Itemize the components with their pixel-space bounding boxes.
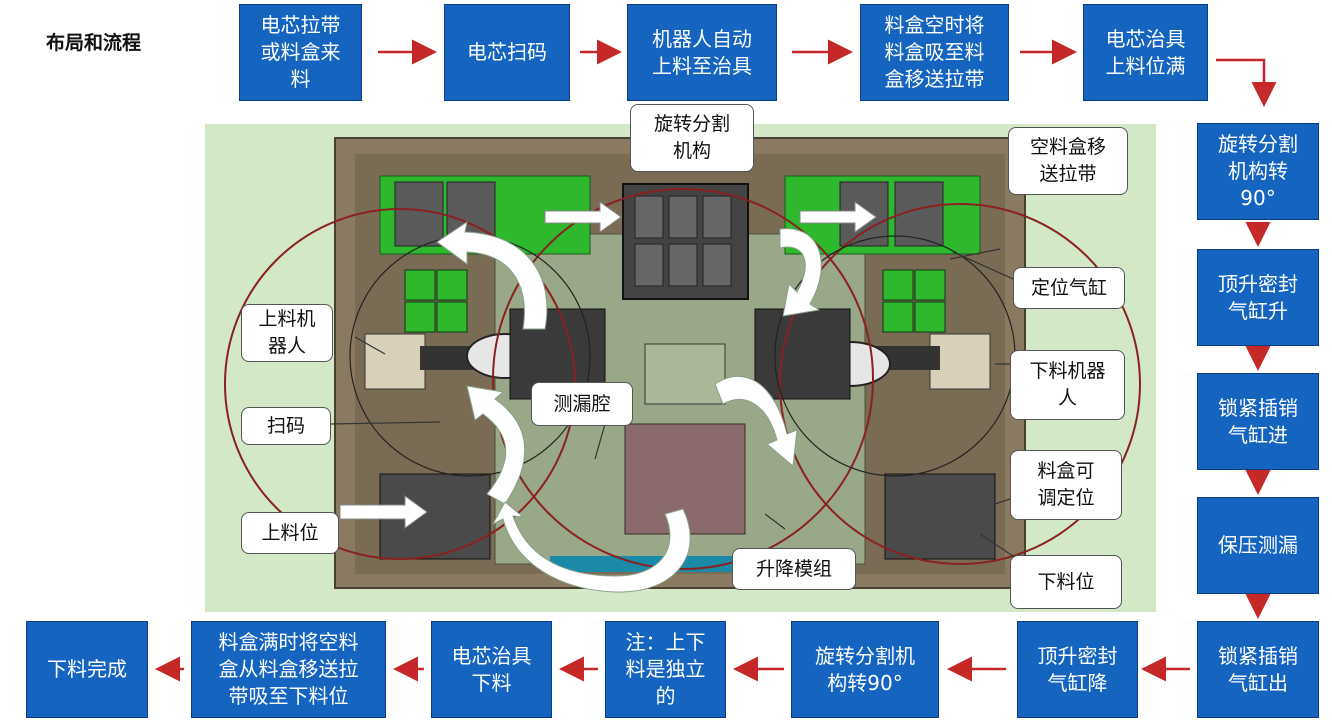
callout-label: 下料位 <box>1037 570 1095 593</box>
callout-label: 上料机 器人 <box>258 308 316 357</box>
flow-step-label: 电芯扫码 <box>467 40 547 64</box>
flow-step-cell-incoming: 电芯拉带 或料盒来 料 <box>239 4 362 101</box>
flow-step-label: 顶升密封 气缸降 <box>1037 643 1118 695</box>
flow-step-label: 料盒满时将空料 盒从料盒移送拉 带吸至下料位 <box>218 630 359 708</box>
flow-step-label: 顶升密封 气缸升 <box>1218 271 1298 323</box>
flow-step-label: 旋转分割 机构转 90° <box>1218 132 1298 210</box>
flow-step-label: 保压测漏 <box>1218 533 1298 557</box>
flow-step-rotate-90: 旋转分割 机构转 90° <box>1197 123 1319 220</box>
callout-label: 升降模组 <box>755 557 832 580</box>
flow-step-unload-done: 下料完成 <box>26 621 148 718</box>
callout-label: 上料位 <box>261 521 319 544</box>
flow-step-seal-cylinder-down: 顶升密封 气缸降 <box>1017 621 1138 718</box>
flow-step-label: 电芯治具 上料位满 <box>1105 26 1186 78</box>
callout-label: 空料盒移 送拉带 <box>1029 136 1106 185</box>
callout-label: 料盒可 调定位 <box>1037 460 1095 509</box>
callout-rotary-mechanism: 旋转分割 机构 <box>630 104 754 172</box>
callout-lift-module: 升降模组 <box>732 548 856 590</box>
flow-step-robot-load: 机器人自动 上料至治具 <box>627 4 777 101</box>
flow-step-label: 下料完成 <box>47 657 127 681</box>
callout-label: 旋转分割 机构 <box>653 113 730 162</box>
flow-step-cell-scan: 电芯扫码 <box>444 4 570 101</box>
callout-unloading-robot: 下料机器 人 <box>1010 350 1125 420</box>
flow-step-fixture-full: 电芯治具 上料位满 <box>1083 4 1208 101</box>
flow-step-seal-cylinder-up: 顶升密封 气缸升 <box>1197 249 1319 346</box>
arrow-down-elbow <box>1216 58 1277 107</box>
machine-layout-image: 旋转分割 机构 空料盒移 送拉带 定位气缸 上料机 器人 测漏腔 下料机器 人 … <box>205 104 1156 612</box>
flow-step-lock-pin-in: 锁紧插销 气缸进 <box>1197 373 1319 470</box>
callout-locating-cylinder: 定位气缸 <box>1013 267 1125 309</box>
flow-step-label: 料盒空时将 料盒吸至料 盒移送拉带 <box>884 13 985 91</box>
page-title: 布局和流程 <box>46 32 142 54</box>
flow-step-label: 锁紧插销 气缸出 <box>1218 643 1298 695</box>
flow-step-label: 注：上下 料是独立 的 <box>625 630 706 708</box>
callout-label: 测漏腔 <box>553 392 611 415</box>
flow-step-note: 注：上下 料是独立 的 <box>605 621 726 718</box>
callout-box-adjustable: 料盒可 调定位 <box>1010 450 1122 520</box>
flow-step-leak-test: 保压测漏 <box>1197 497 1319 594</box>
flow-step-label: 机器人自动 上料至治具 <box>652 26 752 78</box>
flow-step-full-box-transfer: 料盒满时将空料 盒从料盒移送拉 带吸至下料位 <box>191 621 386 718</box>
flow-step-label: 电芯拉带 或料盒来 料 <box>260 13 341 91</box>
flow-step-label: 锁紧插销 气缸进 <box>1218 395 1298 447</box>
callout-loading-position: 上料位 <box>241 512 339 554</box>
callout-unloading-position: 下料位 <box>1010 555 1122 609</box>
callout-label: 下料机器 人 <box>1029 360 1106 409</box>
flow-step-lock-pin-out: 锁紧插销 气缸出 <box>1197 621 1319 718</box>
flow-step-label: 旋转分割机 构转90° <box>815 643 915 695</box>
flow-step-empty-box-transfer: 料盒空时将 料盒吸至料 盒移送拉带 <box>860 4 1009 101</box>
flow-step-label: 电芯治具 下料 <box>451 643 532 695</box>
callout-scan: 扫码 <box>241 407 331 445</box>
flow-step-fixture-unload: 电芯治具 下料 <box>431 621 552 718</box>
flow-step-rotate-90-again: 旋转分割机 构转90° <box>791 621 939 718</box>
callout-leak-chamber: 测漏腔 <box>531 382 633 426</box>
callout-loading-robot: 上料机 器人 <box>241 304 333 362</box>
callout-empty-box-belt: 空料盒移 送拉带 <box>1008 127 1128 195</box>
callout-label: 定位气缸 <box>1030 276 1107 299</box>
callout-label: 扫码 <box>266 414 305 437</box>
